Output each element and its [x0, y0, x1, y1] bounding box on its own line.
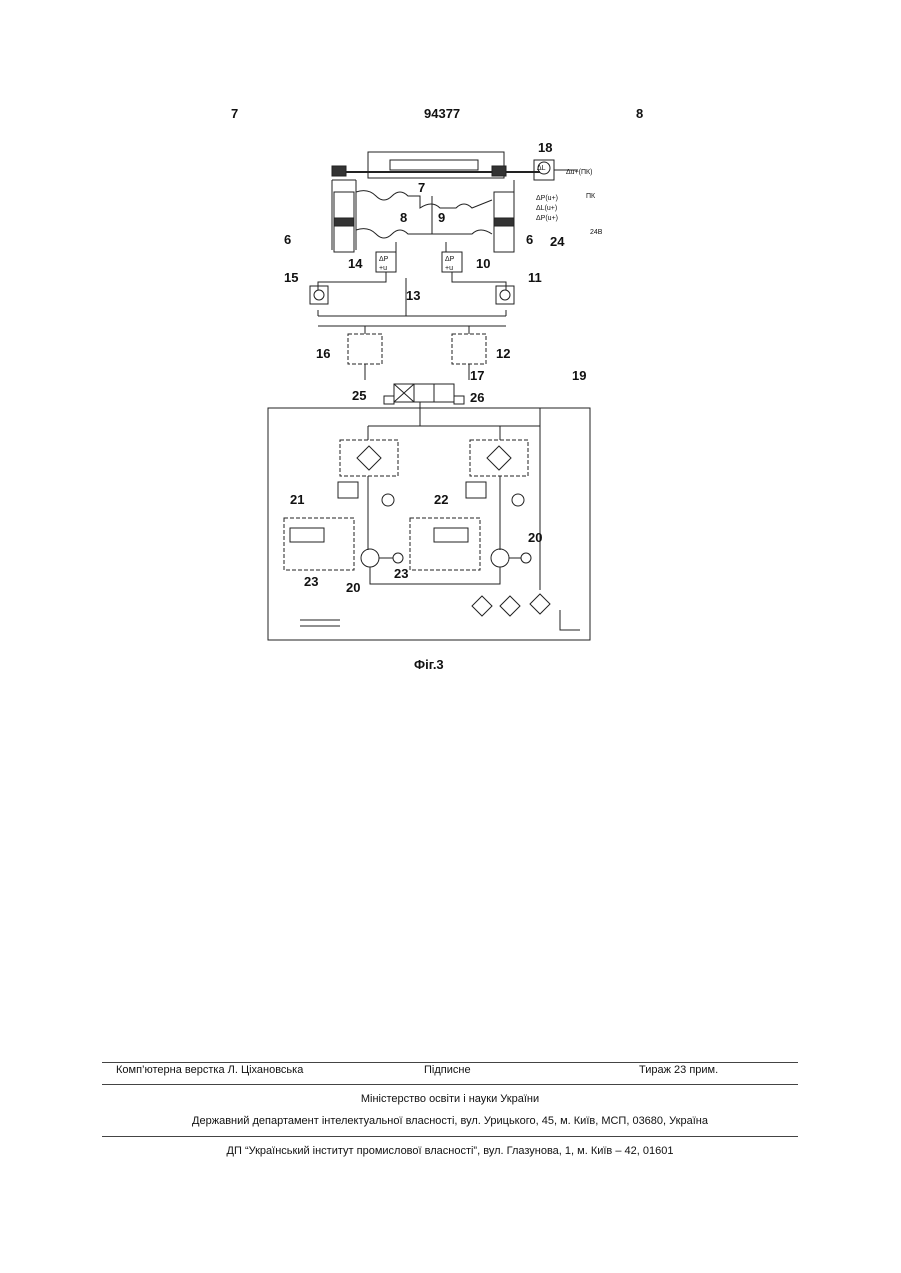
- annotation-dp-1: ΔP(u+): [536, 195, 558, 202]
- footer-rule-bottom: [102, 1136, 798, 1137]
- roll-core: [390, 160, 478, 170]
- label-7: 7: [418, 180, 425, 195]
- label-26: 26: [470, 390, 484, 405]
- label-20-right: 20: [528, 530, 542, 545]
- hydraulic-schematic-figure: 18 7 8 9 6 6 14 10 15 11 13 16 12 17 19 …: [260, 130, 640, 670]
- page-number-right: 8: [636, 106, 643, 121]
- annotation-voltage: 24В: [590, 229, 603, 236]
- label-23-left: 23: [304, 574, 318, 589]
- sensor-18-dl: ΔL: [537, 165, 546, 172]
- control-valve-12: [452, 334, 486, 364]
- sensor-14-u: +u: [379, 265, 387, 272]
- hydraulic-unit-23-left: [284, 518, 354, 570]
- label-23-right: 23: [394, 566, 408, 581]
- roll-body: [368, 152, 504, 178]
- typesetting-credit: Комп’ютерна верстка Л. Ціхановська: [116, 1064, 303, 1076]
- annotation-pk: ПК: [586, 193, 596, 200]
- control-valve-16: [348, 334, 382, 364]
- page-number-left: 7: [231, 106, 238, 121]
- annotation-dl: ΔL(u+): [536, 205, 557, 212]
- figure-caption: Фіг.3: [414, 657, 444, 672]
- label-11: 11: [528, 270, 542, 285]
- ministry-line: Міністерство освіти і науки України: [102, 1093, 798, 1105]
- institute-line: ДП “Український інститут промислової вла…: [102, 1145, 798, 1157]
- label-8: 8: [400, 210, 407, 225]
- label-6-right: 6: [526, 232, 533, 247]
- label-25: 25: [352, 388, 366, 403]
- label-6-left: 6: [284, 232, 291, 247]
- annotation-dp-2: ΔP(u+): [536, 215, 558, 222]
- sensor-10-dp: ΔP: [445, 256, 455, 263]
- pump-20-left: [361, 549, 379, 567]
- label-12: 12: [496, 346, 510, 361]
- sensor-10-u: +u: [445, 265, 453, 272]
- circulation-note: Тираж 23 прим.: [639, 1064, 718, 1076]
- label-17: 17: [470, 368, 484, 383]
- footer-rule-top: [102, 1062, 798, 1063]
- sensor-14-dp: ΔP: [379, 256, 389, 263]
- pump-station-19: [268, 408, 590, 640]
- label-16: 16: [316, 346, 330, 361]
- label-9: 9: [438, 210, 445, 225]
- label-14: 14: [348, 256, 363, 271]
- label-15: 15: [284, 270, 298, 285]
- footer-rule-middle: [102, 1084, 798, 1085]
- hydraulic-unit-23-right: [410, 518, 480, 570]
- department-line: Державний департамент інтелектуальної вл…: [102, 1115, 798, 1127]
- label-24: 24: [550, 234, 565, 249]
- label-20-left: 20: [346, 580, 360, 595]
- label-10: 10: [476, 256, 490, 271]
- patent-number: 94377: [424, 106, 460, 121]
- pump-20-right: [491, 549, 509, 567]
- label-22: 22: [434, 492, 448, 507]
- label-19: 19: [572, 368, 586, 383]
- label-18: 18: [538, 140, 552, 155]
- label-13: 13: [406, 288, 420, 303]
- subscription-note: Підписне: [424, 1064, 471, 1076]
- annotation-delta-u: Δu+(ПК): [566, 169, 592, 176]
- label-21: 21: [290, 492, 304, 507]
